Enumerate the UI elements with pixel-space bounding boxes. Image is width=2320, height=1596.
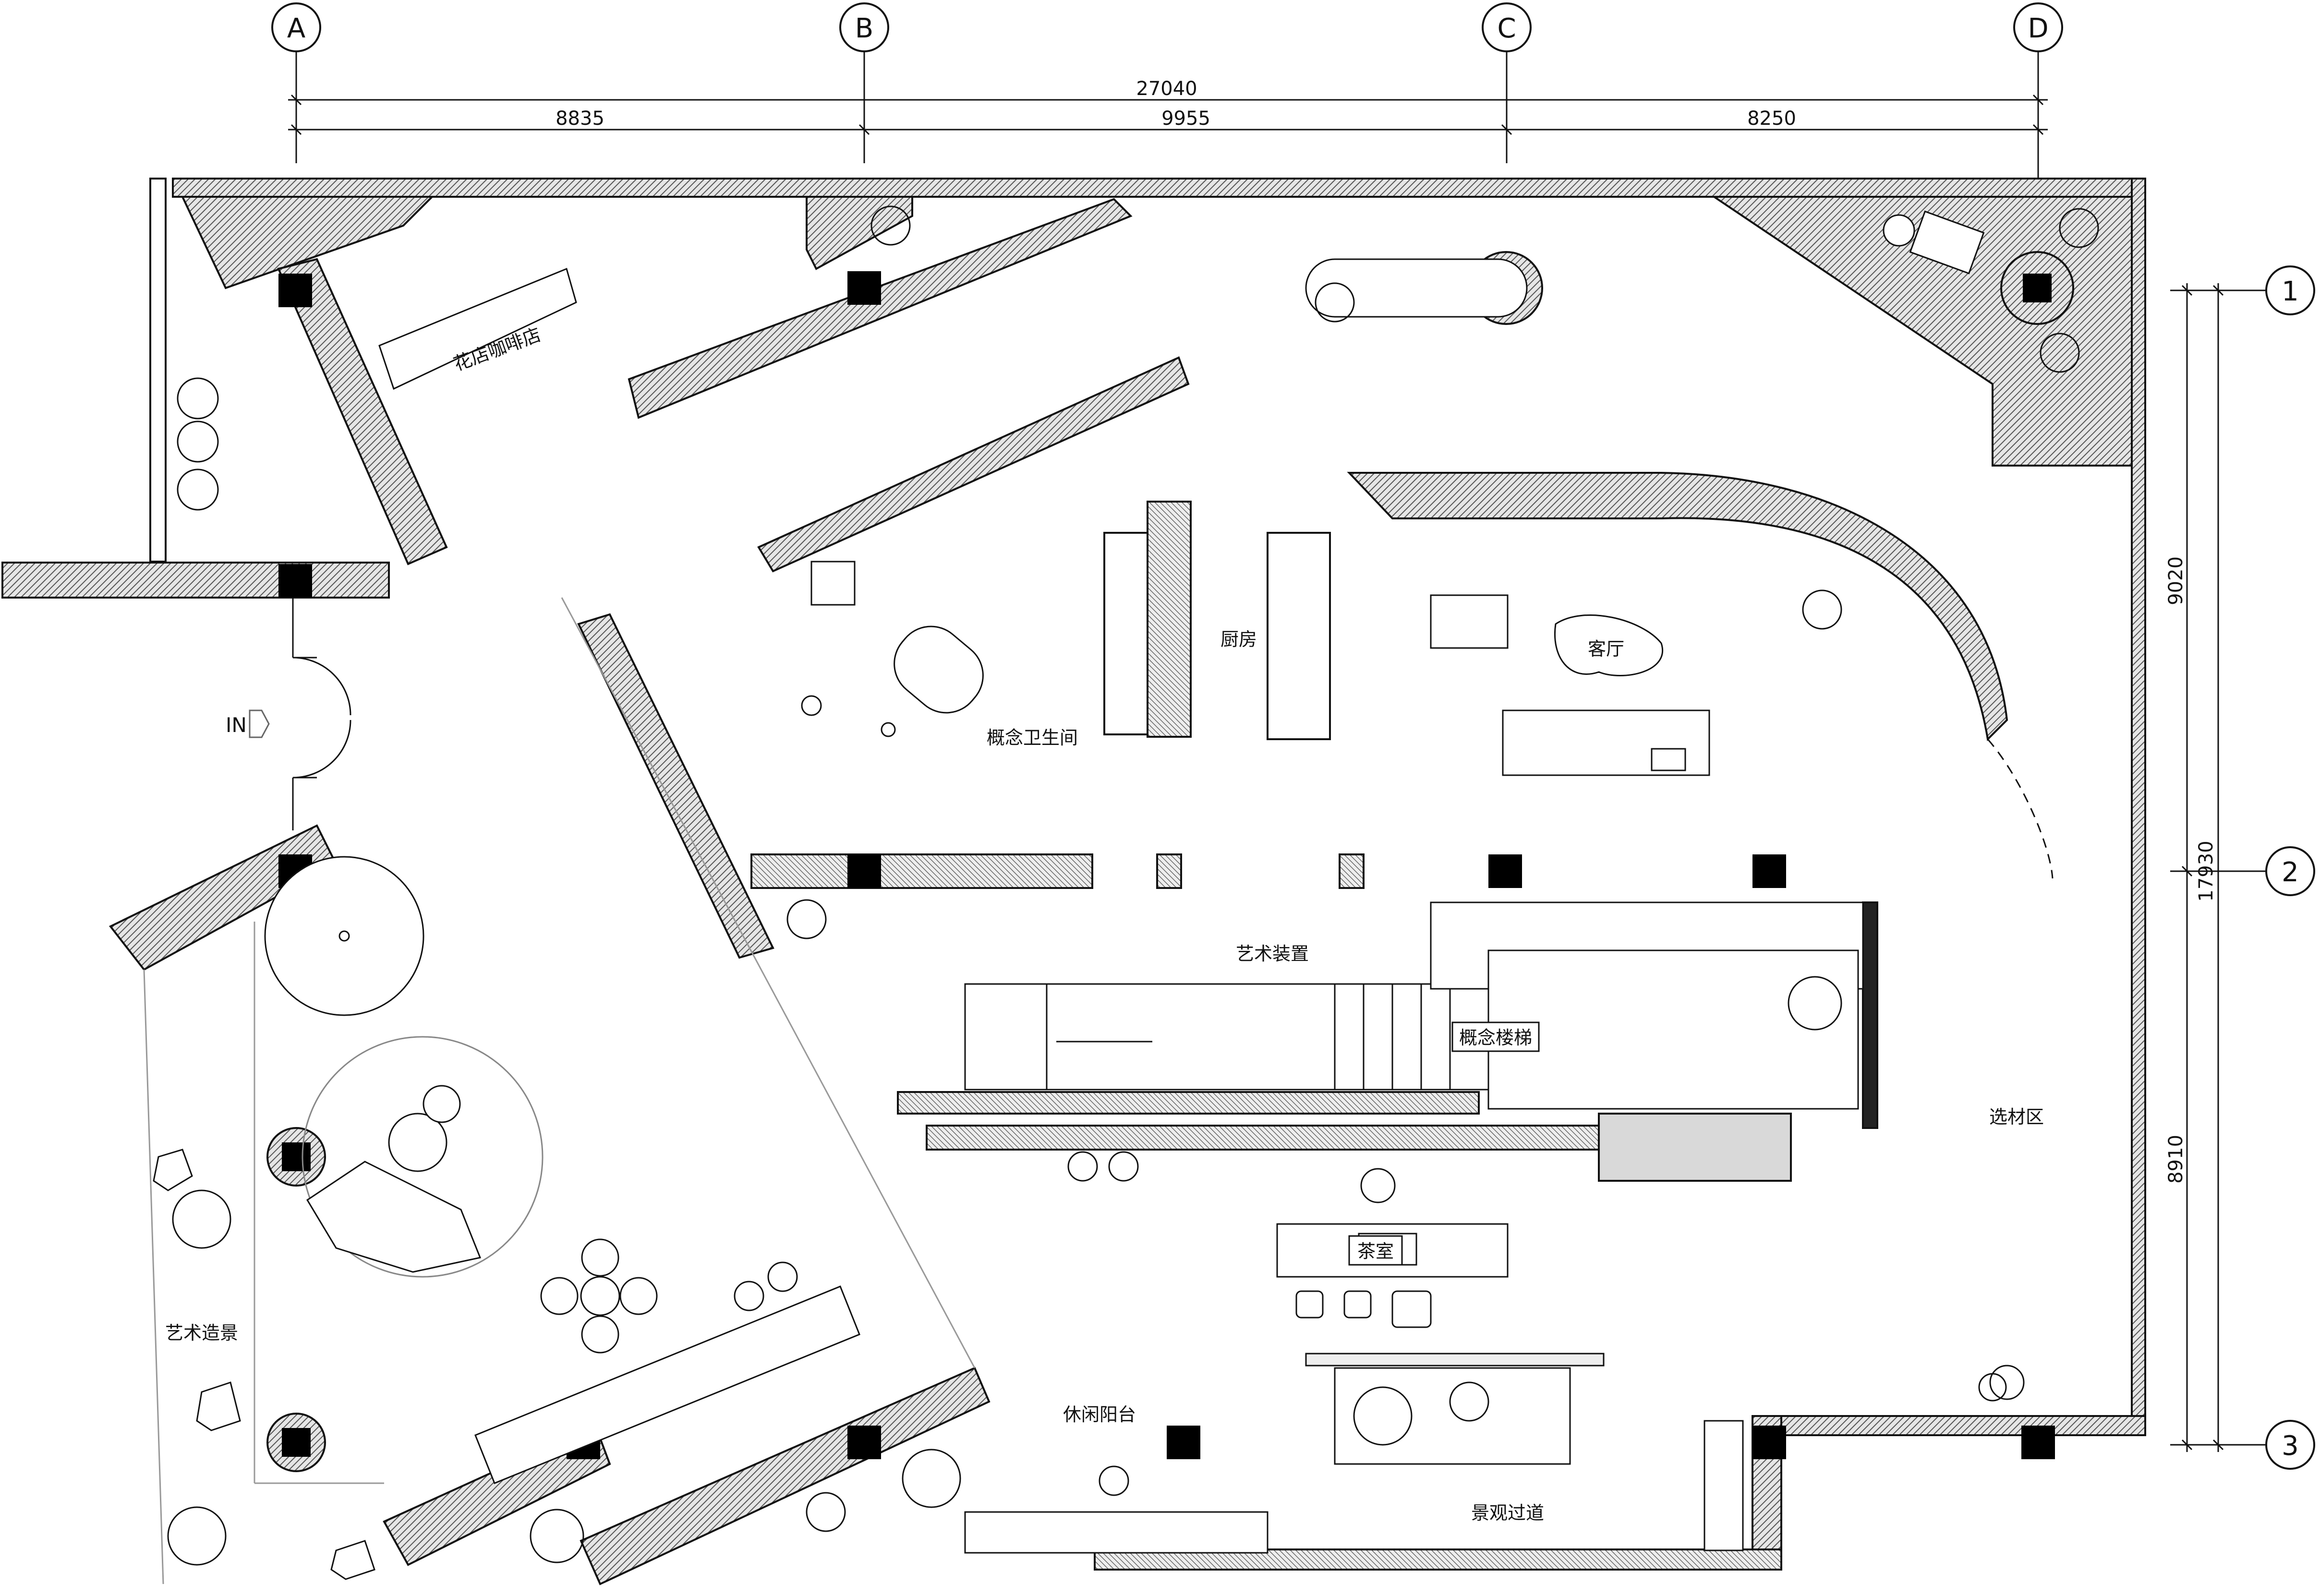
entrance-label: IN xyxy=(226,713,247,737)
column xyxy=(847,854,881,888)
column xyxy=(847,271,881,305)
interior-walls xyxy=(109,196,2133,1585)
column xyxy=(1167,1426,1200,1459)
curved-wall-dashed xyxy=(1987,739,2054,879)
plant-icon xyxy=(530,1509,584,1563)
column xyxy=(278,274,312,307)
grid-label-c: C xyxy=(1497,13,1516,44)
grid-bubble-b: B xyxy=(839,2,889,52)
curved-wall xyxy=(1347,472,2008,742)
label-art-landscape: 艺术造景 xyxy=(165,1322,238,1344)
furniture xyxy=(177,210,2025,1554)
plant-icon xyxy=(2059,208,2099,248)
column xyxy=(847,1426,881,1459)
label-tea-room: 茶室 xyxy=(1357,1241,1394,1262)
dimension-segment-23: 8910 xyxy=(2165,1135,2187,1184)
column xyxy=(1752,854,1786,888)
plant-icon xyxy=(167,1506,227,1566)
kitchen-walls xyxy=(750,501,1878,1182)
column xyxy=(278,564,312,598)
label-concept-stair: 概念楼梯 xyxy=(1459,1027,1532,1048)
label-material-area: 选材区 xyxy=(1989,1106,2044,1128)
dimension-segment-cd: 8250 xyxy=(1747,108,1796,130)
dimension-segment-12: 9020 xyxy=(2165,556,2187,605)
grid-bubble-3: 3 xyxy=(2265,1420,2315,1470)
plant-icons xyxy=(153,205,2099,1580)
grid-bubble-c: C xyxy=(1482,2,1532,52)
dimension-segment-bc: 9955 xyxy=(1161,108,1210,130)
column xyxy=(2021,1426,2055,1459)
grid-label-d: D xyxy=(2028,13,2048,44)
plant-icon xyxy=(902,1449,961,1508)
label-concept-bath: 概念卫生间 xyxy=(987,727,1078,748)
column xyxy=(1752,1426,1786,1459)
label-landscape-walk: 景观过道 xyxy=(1471,1502,1544,1524)
label-living-room: 客厅 xyxy=(1588,638,1624,660)
grid-label-a: A xyxy=(287,13,305,44)
plant-icon xyxy=(870,205,911,246)
plant-icon xyxy=(1788,976,1842,1031)
plant-icon xyxy=(1315,282,1355,323)
dimension-total-width: 27040 xyxy=(1136,78,1197,100)
grid-label-3: 3 xyxy=(2282,1430,2299,1462)
grid-bubble-1: 1 xyxy=(2265,265,2315,315)
grid-label-1: 1 xyxy=(2282,276,2299,307)
label-box-tea xyxy=(1348,1235,1403,1266)
grid-bubble-2: 2 xyxy=(2265,846,2315,896)
rock-icon xyxy=(196,1381,241,1431)
label-box-stair xyxy=(1451,1021,1540,1052)
plant-icon xyxy=(806,1492,846,1532)
entrance-door[interactable] xyxy=(292,598,351,830)
concept-stair xyxy=(964,901,1864,1110)
label-kitchen: 厨房 xyxy=(1220,629,1257,650)
plant-icon xyxy=(2040,333,2080,373)
rock-icon xyxy=(153,1149,193,1191)
dimension-segment-ab: 8835 xyxy=(556,108,604,130)
plant-icon xyxy=(1449,1381,1489,1422)
rock-icon xyxy=(330,1540,375,1580)
grid-bubble-d: D xyxy=(2013,2,2063,52)
entrance-arrow: IN xyxy=(226,709,270,738)
plant-icon xyxy=(1353,1386,1413,1446)
column xyxy=(1488,854,1522,888)
grid-label-b: B xyxy=(855,13,873,44)
plant-icon xyxy=(172,1189,231,1249)
dimension-total-height: 17930 xyxy=(2195,840,2217,901)
plant-icon xyxy=(1802,589,1842,630)
label-leisure-balcony: 休闲阳台 xyxy=(1063,1404,1136,1425)
label-art-installation: 艺术装置 xyxy=(1236,943,1309,964)
grid-label-2: 2 xyxy=(2282,857,2299,888)
kitchen-fixtures xyxy=(1103,532,1331,740)
terrace-boundary xyxy=(143,597,976,1584)
grid-bubble-a: A xyxy=(271,2,321,52)
dimension-lines xyxy=(288,94,2224,1452)
plant-icon xyxy=(786,899,827,939)
